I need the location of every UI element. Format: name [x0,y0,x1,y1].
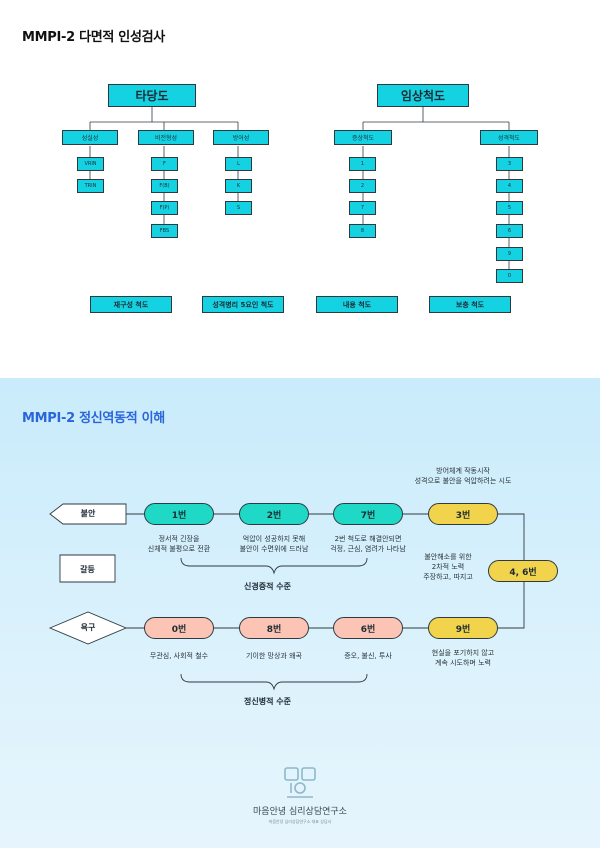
group-node-symptom: 증상척도 [334,130,392,145]
scale-node: FBS [151,224,178,238]
scale-node: S [225,201,252,215]
scale-0-pill: 0번 [144,617,214,639]
scale-8-pill: 8번 [239,617,309,639]
scale-2-desc: 억압이 성공하지 못해 불안이 수면위에 드러남 [239,535,309,554]
clinical-node: 임상척도 [377,84,469,107]
scale-2-pill: 2번 [239,503,309,525]
scale-1-pill: 1번 [144,503,214,525]
scale-8-desc: 기이한 망상과 왜곡 [246,652,302,660]
scale-6-pill: 6번 [333,617,403,639]
scale-0-desc: 무관심, 사회적 철수 [149,652,209,660]
anxiety-label: 불안 [80,509,96,518]
neurotic-level-label: 신경증적 수준 [244,582,291,591]
restructured-scale-box: 재구성 척도 [90,296,172,313]
desire-diamond [48,611,128,645]
scale-node: 6 [496,224,523,238]
scale-node: VRIN [77,157,104,171]
scale-node: L [225,157,252,171]
institute-subtitle: 마음안녕 심리상담연구소 대표 상담사 [268,819,332,824]
section-title: MMPI-2 정신역동적 이해 [22,411,165,426]
scale-7-pill: 7번 [333,503,403,525]
scale-7-desc: 2번 척도로 해결안되면 걱정, 근심, 염려가 나타남 [330,535,406,554]
scale-6-desc: 증오, 불신, 투사 [344,652,392,660]
content-scale-box: 내용 척도 [316,296,398,313]
psy5-scale-box: 성격병리 5요인 척도 [202,296,284,313]
group-node-consistency: 성실성 [62,130,118,145]
scale-node: 7 [349,201,376,215]
scale-node: 4 [496,179,523,193]
scale-1-desc: 정서적 긴장을 신체적 불평으로 전환 [147,535,211,554]
scale-3-desc: 방어체계 작동시작 성격으로 불안을 억압하려는 시도 [414,467,512,486]
scale-9-desc: 현실을 포기하지 않고 계속 시도하며 노력 [431,649,495,668]
scale-4-6-pill: 4, 6번 [488,560,558,582]
conflict-label: 갈등 [80,565,95,574]
page-title: MMPI-2 다면적 인성검사 [22,30,165,45]
scale-9-pill: 9번 [428,617,498,639]
scale-node: 9 [496,247,523,261]
scale-node: F(B) [151,179,178,193]
scale-node: 3 [496,157,523,171]
validity-node: 타당도 [108,84,196,107]
supplementary-scale-box: 보충 척도 [429,296,511,313]
scale-node: F(P) [151,201,178,215]
scale-3-pill: 3번 [428,503,498,525]
institute-name: 마음안녕 심리상담연구소 [253,807,347,817]
scale-node: 5 [496,201,523,215]
psychodynamic-section-background [0,378,600,848]
psychotic-level-label: 정신병적 수준 [244,697,291,706]
group-node-infrequency: 비전형성 [138,130,194,145]
scale-node: 1 [349,157,376,171]
group-node-personality: 성격척도 [480,130,538,145]
conflict-shape [59,554,116,583]
scale-node: K [225,179,252,193]
anxiety-shape [49,503,127,525]
scale-node: 0 [496,269,523,283]
scale-4-6-desc: 불안해소를 위한 2차적 노력 주장하고, 따지고 [423,553,473,582]
desire-label: 욕구 [80,623,96,632]
scale-node: TRIN [77,179,104,193]
scale-node: 8 [349,224,376,238]
scale-node: 2 [349,179,376,193]
scale-node: F [151,157,178,171]
institute-logo-icon [284,767,316,798]
group-node-defensiveness: 방어성 [213,130,269,145]
